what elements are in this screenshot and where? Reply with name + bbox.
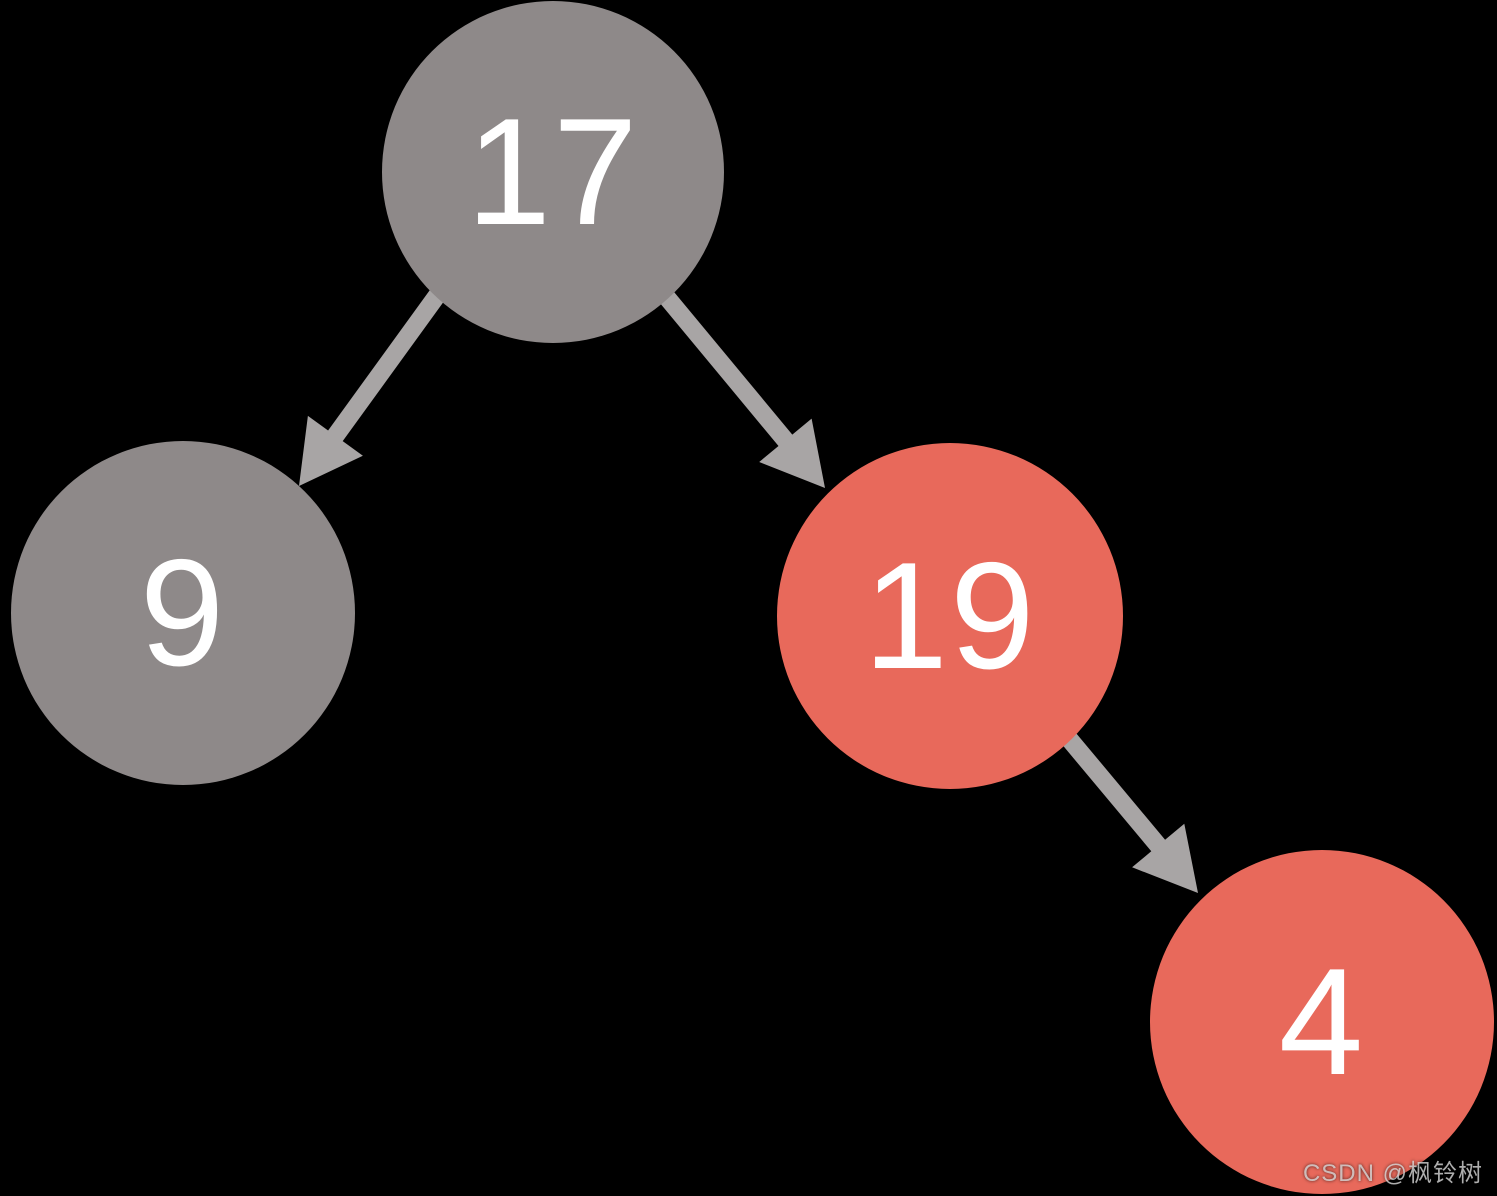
watermark: CSDN @枫铃树 [1302,1160,1483,1187]
node-label-17: 17 [466,87,640,257]
node-label-4: 4 [1278,937,1366,1107]
node-label-9: 9 [139,528,227,698]
edge-arrow-19-to-4 [1038,704,1198,893]
tree-node-19: 19 [777,443,1123,789]
node-label-19: 19 [863,531,1037,701]
edge-arrow-17-to-19 [633,259,825,488]
tree-node-9: 9 [11,441,355,785]
tree-node-4: 4 [1150,850,1494,1194]
edge-arrow-17-to-9 [299,244,478,486]
tree-node-17: 17 [382,1,724,343]
